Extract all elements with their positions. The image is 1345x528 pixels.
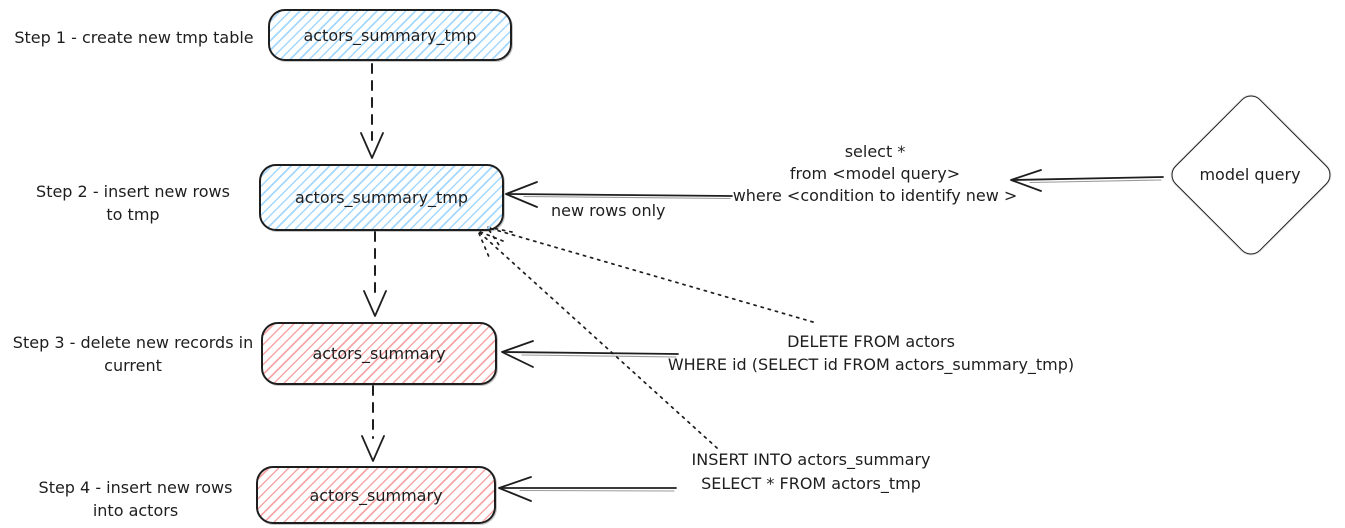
arrow-model-query-to-sql: [1010, 169, 1164, 192]
arrow-step3-to-step4: [361, 385, 385, 462]
arrow-new-rows-to-tmp: [505, 181, 733, 208]
node-label: actors_summary_tmp: [303, 25, 477, 45]
step4-label: Step 4 - insert new rows into actors: [38, 478, 233, 520]
node-label: actors_summary: [309, 485, 443, 505]
node-actors-summary-delete: actors_summary: [261, 322, 497, 385]
arrow-delete-to-actors-summary: [501, 340, 679, 368]
arrow-step2-to-step3: [363, 231, 387, 317]
arrow-step1-to-step2: [360, 63, 384, 159]
delete-sql-text: DELETE FROM actors WHERE id (SELECT id F…: [667, 332, 1075, 374]
node-label: actors_summary_tmp: [294, 188, 469, 207]
node-actors-summary-tmp-create: actors_summary_tmp: [268, 9, 512, 61]
arrow-insert-to-actors-summary: [498, 476, 677, 502]
step3-label: Step 3 - delete new records in current: [12, 333, 254, 375]
node-label: actors_summary: [312, 344, 446, 363]
dotted-link-insert-to-tmp: [477, 230, 718, 449]
step1-label: Step 1 - create new tmp table: [14, 28, 254, 47]
new-rows-only-label: new rows only: [551, 201, 666, 220]
model-query-label: model query: [1199, 165, 1301, 184]
node-actors-summary-insert: actors_summary: [256, 466, 496, 524]
model-query-sql-text: select * from <model query> where <condi…: [732, 142, 1018, 205]
dotted-link-delete-to-tmp: [486, 226, 814, 323]
node-actors-summary-tmp-insert: actors_summary_tmp: [259, 164, 504, 231]
step2-label: Step 2 - insert new rows to tmp: [36, 182, 230, 224]
insert-sql-text: INSERT INTO actors_summary SELECT * FROM…: [691, 450, 931, 493]
